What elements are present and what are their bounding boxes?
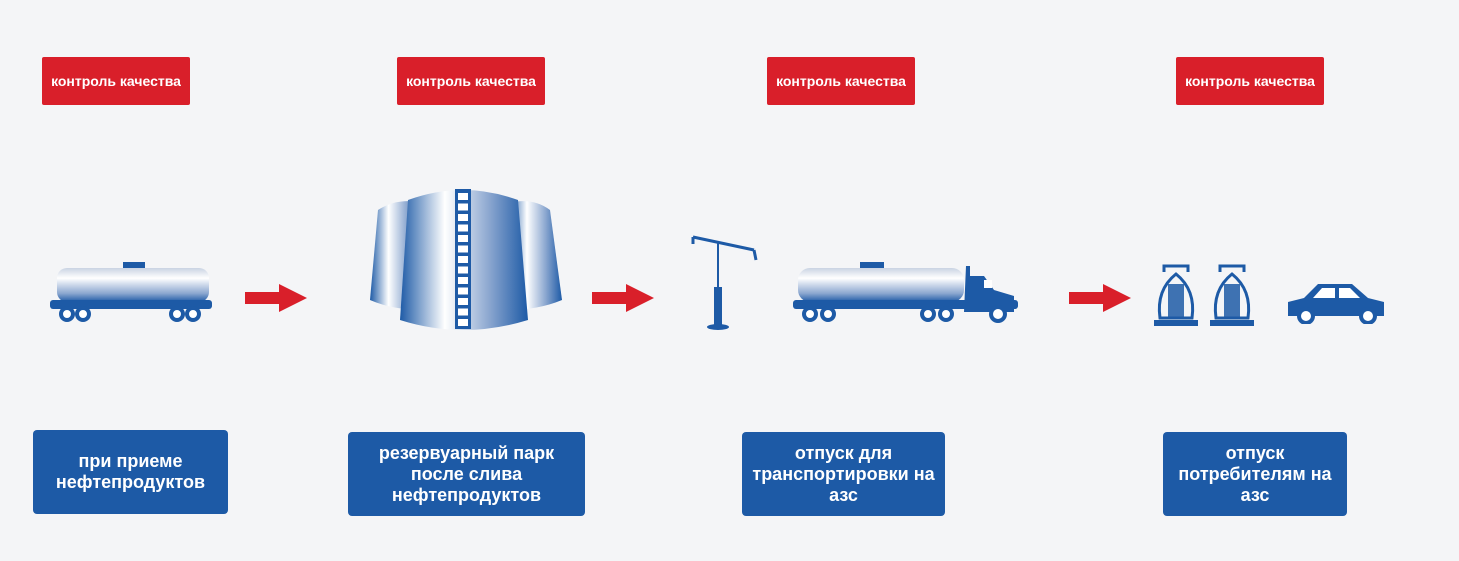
- tank-farm-icon: [370, 189, 562, 330]
- ladder-rung: [458, 308, 468, 316]
- quality-control-label-1: контроль качества: [42, 57, 190, 105]
- ladder-rung: [458, 319, 468, 326]
- arrow-right-icon: [592, 284, 654, 312]
- ladder-rung: [458, 287, 468, 295]
- stage-transport-dispatch: отпуск для транспортировки на азс: [742, 432, 945, 516]
- ladder-rung: [458, 256, 468, 263]
- ladder-rung: [458, 277, 468, 284]
- quality-control-label-3: контроль качества: [767, 57, 915, 105]
- car-icon: [1288, 284, 1384, 324]
- ladder-rung: [458, 245, 468, 253]
- ladder-rung: [458, 266, 468, 274]
- arrow-right-icon: [245, 284, 307, 312]
- tanker-truck-icon: [793, 262, 1018, 323]
- fuel-dispensers-icon: [1154, 264, 1256, 328]
- ladder-rung: [458, 203, 468, 211]
- ladder-rung: [458, 224, 468, 232]
- stage-tank-farm: резервуарный парк после слива нефтепроду…: [348, 432, 585, 516]
- quality-control-label-2: контроль качества: [397, 57, 545, 105]
- ladder-rung: [458, 235, 468, 242]
- stage-receiving: при приеме нефтепродуктов: [33, 430, 228, 514]
- stage-consumer-dispatch: отпуск потребителям на азс: [1163, 432, 1347, 516]
- arrow-right-icon: [1069, 284, 1131, 312]
- ladder-rung: [458, 298, 468, 305]
- ladder-rung: [458, 214, 468, 221]
- rail-tank-car-icon: [50, 262, 212, 322]
- ladder-rung: [458, 193, 468, 200]
- quality-control-label-4: контроль качества: [1176, 57, 1324, 105]
- loading-arm-icon: [691, 235, 758, 330]
